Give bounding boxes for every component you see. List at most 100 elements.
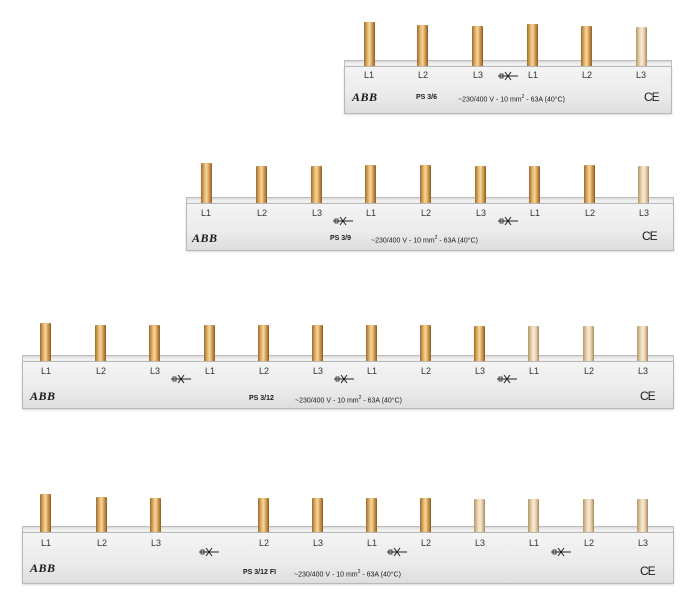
pin bbox=[583, 499, 594, 532]
pin bbox=[311, 166, 322, 203]
ce-mark: CE bbox=[640, 564, 656, 578]
phase-label: L2 bbox=[95, 366, 107, 376]
phase-label: L1 bbox=[528, 366, 540, 376]
pin bbox=[638, 166, 649, 203]
pin bbox=[583, 326, 594, 361]
phase-label: L3 bbox=[637, 366, 649, 376]
pin bbox=[96, 497, 107, 532]
pin bbox=[528, 326, 539, 361]
busbar-ps-3-12-fi: L1 L2 L3 L2 L3 L1 L2 L3 L1 L2 L3 ABB P bbox=[22, 494, 674, 584]
phase-label: L1 bbox=[200, 208, 212, 218]
ce-mark: CE bbox=[644, 90, 660, 104]
phase-label: L2 bbox=[583, 366, 595, 376]
model-label: PS 3/12 bbox=[249, 395, 274, 402]
phase-label: L2 bbox=[581, 70, 593, 80]
phase-label: L3 bbox=[638, 208, 650, 218]
pin bbox=[365, 165, 376, 203]
rating-text: ~230/400 V - 10 mm2 - 63A (40°C) bbox=[458, 94, 565, 104]
phase-label: L3 bbox=[474, 366, 486, 376]
busbar-ps-3-6: L1 L2 L3 L1 L2 L3 ABB PS 3/6 ~230/400 V … bbox=[344, 22, 672, 114]
pin bbox=[40, 323, 51, 361]
pin bbox=[581, 26, 592, 66]
phase-label: L1 bbox=[528, 538, 540, 548]
pin bbox=[364, 22, 375, 66]
rating-text: ~230/400 V - 10 mm2 - 63A (40°C) bbox=[371, 235, 478, 245]
brand-logo: ABB bbox=[30, 561, 56, 575]
pin bbox=[420, 498, 431, 532]
neutral-symbol-icon bbox=[334, 374, 354, 384]
phase-label: L2 bbox=[420, 538, 432, 548]
phase-label: L1 bbox=[365, 208, 377, 218]
phase-label: L2 bbox=[584, 208, 596, 218]
model-label: PS 3/12 FI bbox=[243, 569, 277, 576]
pin bbox=[256, 166, 267, 203]
phase-label: L2 bbox=[258, 538, 270, 548]
model-label: PS 3/9 bbox=[330, 235, 352, 242]
phase-label: L3 bbox=[311, 208, 323, 218]
phase-label: L3 bbox=[150, 538, 162, 548]
phase-label: L2 bbox=[420, 208, 432, 218]
pin bbox=[528, 499, 539, 532]
pin bbox=[474, 499, 485, 532]
pin bbox=[366, 498, 377, 532]
brand-logo: ABB bbox=[352, 90, 378, 104]
phase-label: L2 bbox=[420, 366, 432, 376]
phase-label: L1 bbox=[529, 208, 541, 218]
ce-mark: CE bbox=[640, 389, 656, 403]
phase-label: L2 bbox=[256, 208, 268, 218]
phase-label: L3 bbox=[472, 70, 484, 80]
neutral-symbol-icon bbox=[498, 216, 518, 226]
phase-label: L2 bbox=[583, 538, 595, 548]
phase-label: L3 bbox=[475, 208, 487, 218]
neutral-symbol-icon bbox=[497, 374, 517, 384]
pin bbox=[258, 498, 269, 532]
pin bbox=[204, 325, 215, 361]
pin bbox=[417, 25, 428, 66]
neutral-symbol-icon bbox=[551, 547, 571, 557]
phase-label: L3 bbox=[635, 70, 647, 80]
phase-label: L3 bbox=[637, 538, 649, 548]
phase-label: L2 bbox=[96, 538, 108, 548]
pin bbox=[584, 165, 595, 203]
rating-text: ~230/400 V - 10 mm2 - 63A (40°C) bbox=[295, 395, 402, 405]
neutral-symbol-icon bbox=[199, 547, 219, 557]
pin bbox=[40, 494, 51, 532]
phase-label: L3 bbox=[149, 366, 161, 376]
pin bbox=[420, 165, 431, 203]
phase-label: L3 bbox=[312, 538, 324, 548]
pin bbox=[149, 325, 160, 361]
pin bbox=[366, 325, 377, 361]
busbar-ps-3-12: L1 L2 L3 L1 L2 L3 L1 L2 L3 L1 L2 L3 AB bbox=[22, 323, 674, 409]
pin bbox=[201, 163, 212, 203]
phase-label: L2 bbox=[417, 70, 429, 80]
busbar-ps-3-9: L1 L2 L3 L1 L2 L3 L1 L2 L3 ABB PS 3/9 ~2… bbox=[186, 163, 674, 251]
phase-label: L1 bbox=[204, 366, 216, 376]
neutral-symbol-icon bbox=[498, 71, 518, 81]
phase-label: L2 bbox=[258, 366, 270, 376]
rating-text: ~230/400 V - 10 mm2 - 63A (40°C) bbox=[294, 569, 401, 579]
phase-label: L1 bbox=[366, 366, 378, 376]
pin bbox=[637, 326, 648, 361]
pin bbox=[637, 499, 648, 532]
phase-label: L1 bbox=[366, 538, 378, 548]
pin bbox=[312, 325, 323, 361]
ce-mark: CE bbox=[642, 229, 658, 243]
phase-label: L3 bbox=[474, 538, 486, 548]
pin bbox=[150, 498, 161, 532]
pin bbox=[258, 325, 269, 361]
pin bbox=[527, 24, 538, 66]
brand-logo: ABB bbox=[30, 389, 56, 403]
model-label: PS 3/6 bbox=[416, 94, 438, 101]
phase-label: L3 bbox=[312, 366, 324, 376]
pin bbox=[636, 27, 647, 66]
pin bbox=[475, 166, 486, 203]
pin bbox=[472, 26, 483, 66]
neutral-symbol-icon bbox=[333, 216, 353, 226]
brand-logo: ABB bbox=[192, 231, 218, 245]
neutral-symbol-icon bbox=[387, 547, 407, 557]
phase-label: L1 bbox=[40, 366, 52, 376]
neutral-symbol-icon bbox=[171, 374, 191, 384]
phase-label: L1 bbox=[40, 538, 52, 548]
pin bbox=[312, 498, 323, 532]
